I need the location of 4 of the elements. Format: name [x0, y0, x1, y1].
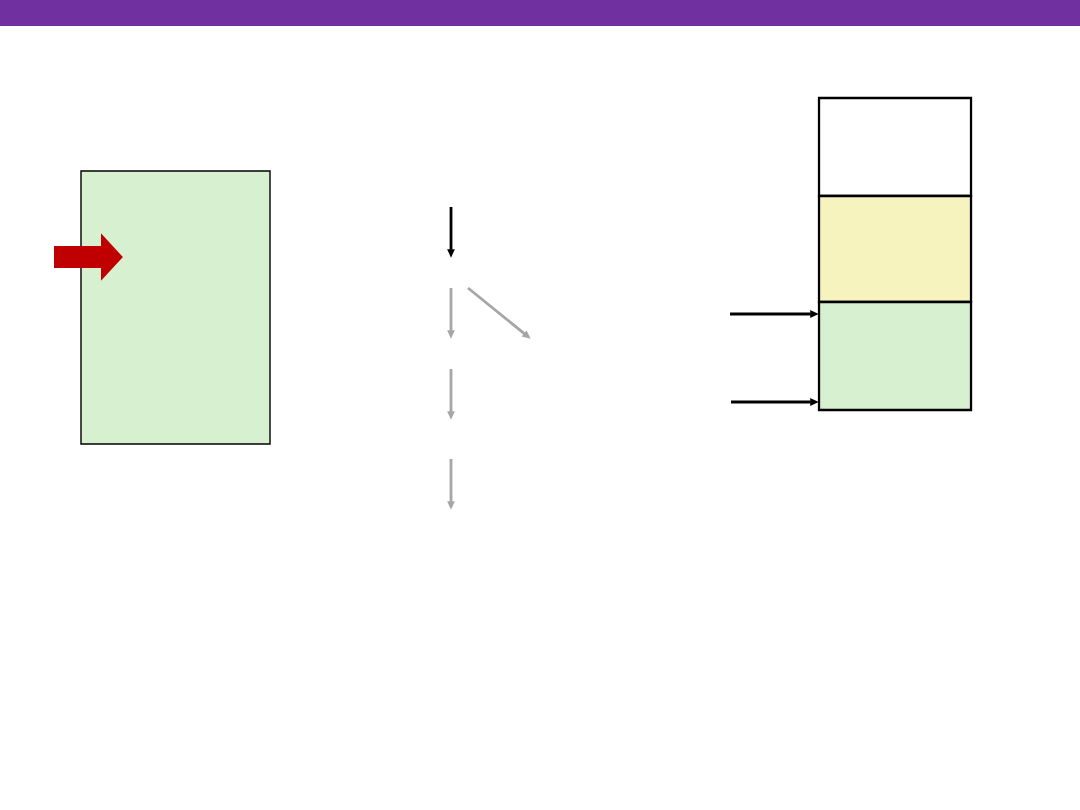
stack-box — [817, 194, 973, 304]
box — [80, 170, 271, 445]
stack-box — [817, 96, 973, 198]
stack-box — [817, 300, 973, 412]
